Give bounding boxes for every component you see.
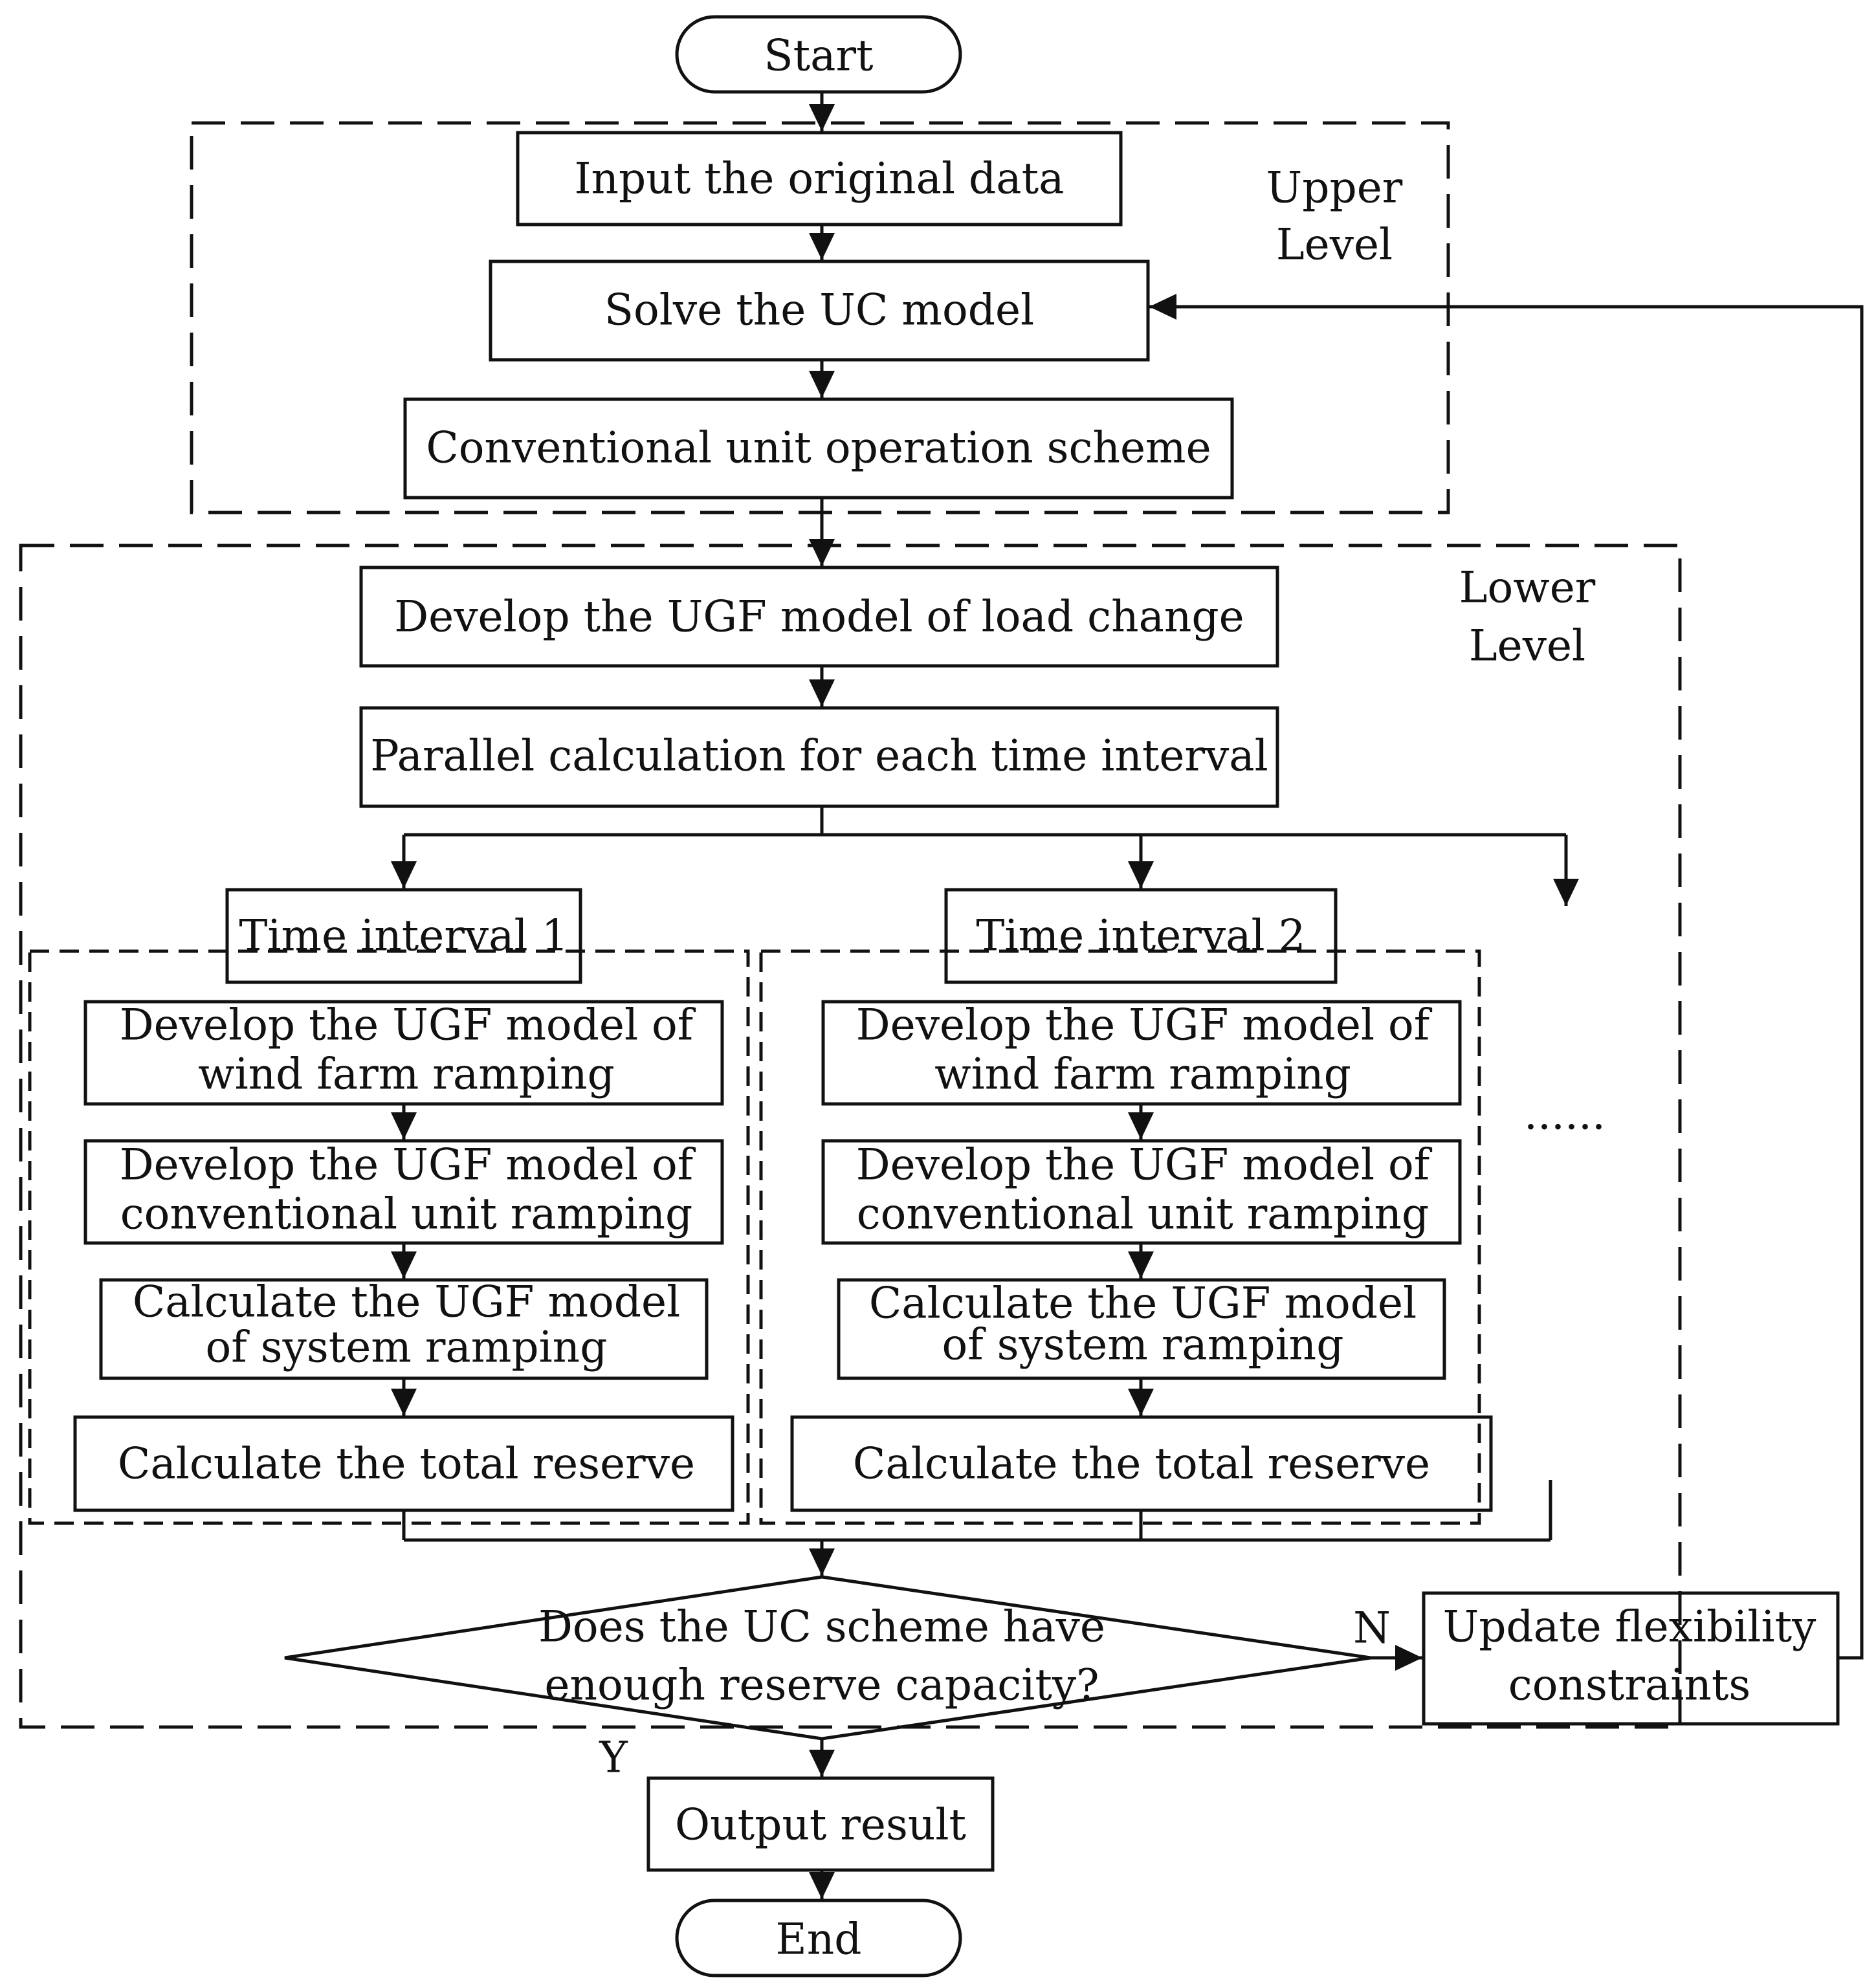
develop-load-label: Develop the UGF model of load change xyxy=(394,592,1244,642)
parallel-label: Parallel calculation for each time inter… xyxy=(370,731,1268,781)
upper-level-label: Level xyxy=(1276,220,1393,270)
interval-1-wind-label: Develop the UGF model of xyxy=(120,1000,696,1050)
solve-uc-box xyxy=(489,259,1150,362)
end-label: End xyxy=(776,1915,862,1965)
decision-label: enough reserve capacity? xyxy=(544,1660,1099,1710)
interval-1-sys-label: Calculate the UGF model xyxy=(133,1277,680,1327)
input-data-box xyxy=(516,131,1123,226)
upper-level-label: Upper xyxy=(1266,163,1403,213)
develop-load-box xyxy=(359,566,1279,668)
scheme-box xyxy=(403,397,1234,500)
interval-2-wind-label: Develop the UGF model of xyxy=(856,1000,1433,1050)
interval-2-title: Time interval 2 xyxy=(976,911,1305,961)
decision-diamond xyxy=(284,1575,1371,1741)
parallel-box xyxy=(359,706,1279,808)
lower-level-frame xyxy=(19,544,1682,1729)
interval-2-reserve-label: Calculate the total reserve xyxy=(853,1439,1430,1489)
yes-label: Y xyxy=(599,1733,628,1783)
interval-1-conv-label: Develop the UGF model of xyxy=(120,1140,696,1190)
interval-2-title-box xyxy=(944,888,1338,984)
interval-2-conv-label: Develop the UGF model of xyxy=(856,1140,1433,1190)
update-constraints-label: Update flexibility xyxy=(1443,1602,1817,1652)
interval-2-conv-label: conventional unit ramping xyxy=(857,1189,1429,1239)
interval-1-title: Time interval 1 xyxy=(239,911,568,961)
start-label: Start xyxy=(764,31,873,81)
ellipsis-label: ...... xyxy=(1524,1090,1606,1140)
end-terminal xyxy=(675,1899,962,1977)
interval-2-sys-label: Calculate the UGF model xyxy=(869,1279,1417,1328)
interval-1-sys-label: of system ramping xyxy=(206,1323,608,1372)
decision-label: Does the UC scheme have xyxy=(538,1602,1105,1652)
interval-2-wind-label: wind farm ramping xyxy=(934,1050,1351,1099)
lower-level-label: Level xyxy=(1469,621,1585,671)
interval-1-title-box xyxy=(225,888,582,984)
upper-level-frame xyxy=(190,121,1450,514)
interval-2-sys-label: of system ramping xyxy=(942,1320,1344,1370)
solve-uc-label: Solve the UC model xyxy=(604,285,1034,335)
no-label: N xyxy=(1353,1603,1391,1653)
interval-1-reserve-label: Calculate the total reserve xyxy=(118,1439,695,1489)
lower-level-label: Lower xyxy=(1459,563,1596,613)
interval-1-conv-label: conventional unit ramping xyxy=(120,1189,693,1239)
interval-2-frame xyxy=(759,949,1481,1525)
input-data-label: Input the original data xyxy=(574,154,1064,204)
connectors xyxy=(391,92,1864,1899)
output-result-label: Output result xyxy=(675,1800,966,1850)
arrow-feedback-loop xyxy=(1149,294,1864,1660)
interval-1-wind-label: wind farm ramping xyxy=(198,1050,615,1099)
start-terminal xyxy=(675,15,962,94)
update-constraints-label: constraints xyxy=(1508,1660,1751,1710)
interval-1-frame xyxy=(28,949,750,1525)
scheme-label: Conventional unit operation scheme xyxy=(426,423,1211,473)
